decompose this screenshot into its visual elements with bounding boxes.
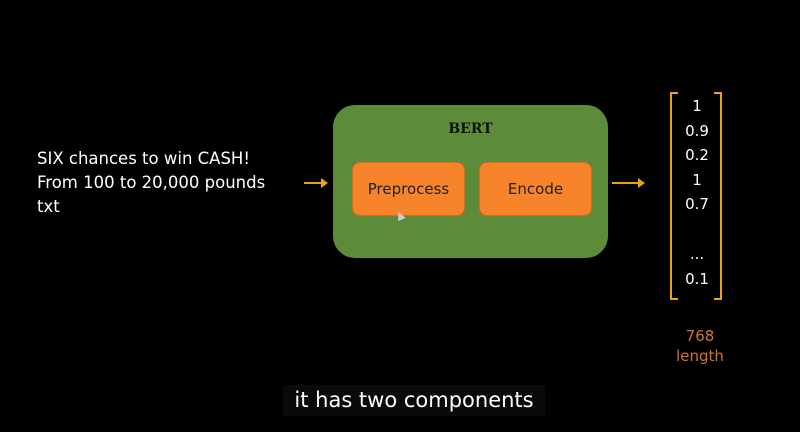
input-line: From 100 to 20,000 pounds (37, 173, 266, 192)
preprocess-box: Preprocess (352, 162, 465, 216)
vector-size-label: length (676, 347, 724, 365)
vector-size: 768 (685, 327, 715, 345)
vector-value: 0.2 (685, 146, 709, 164)
vector-value: 0.1 (685, 270, 709, 288)
input-arrow-icon (304, 178, 328, 188)
bert-box: BERT Preprocess Encode (333, 105, 608, 258)
input-line: SIX chances to win CASH! (37, 149, 250, 168)
vector-value: 0.9 (685, 122, 709, 140)
caption: it has two components (283, 385, 545, 416)
encode-box: Encode (479, 162, 592, 216)
bert-title: BERT (448, 121, 493, 137)
left-bracket (670, 92, 678, 300)
input-text: SIX chances to win CASH! From 100 to 20,… (37, 147, 265, 219)
output-arrow-icon (612, 178, 645, 188)
right-bracket (714, 92, 722, 300)
input-line: txt (37, 197, 60, 216)
vector-value: 1 (692, 171, 702, 189)
vector-ellipsis: ... (689, 245, 705, 263)
vector-value: 0.7 (685, 195, 709, 213)
vector-value: 1 (692, 97, 702, 115)
